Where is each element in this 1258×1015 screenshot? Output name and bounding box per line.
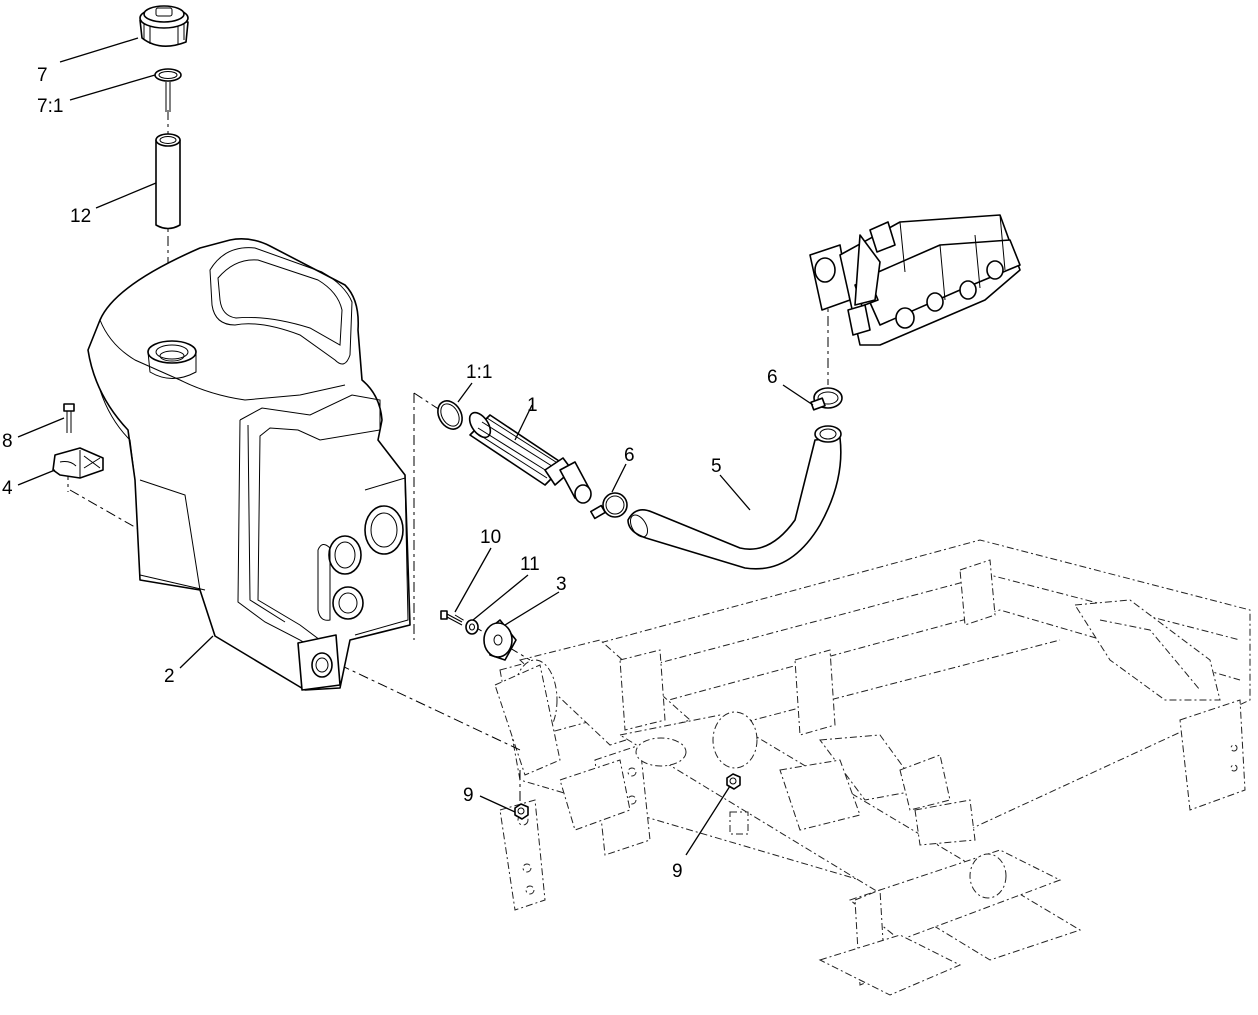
- callout-3: 3: [556, 574, 567, 595]
- clamp-bolt: [63, 403, 75, 433]
- callout-9-left: 9: [463, 785, 474, 806]
- callout-7: 7: [37, 65, 48, 86]
- callout-9-right: 9: [672, 861, 683, 882]
- callout-1: 1: [527, 395, 538, 416]
- hose-clamp-lower: [590, 492, 628, 520]
- callout-7-1: 7:1: [37, 96, 63, 117]
- callout-labels: 7 7:1 12 8 4 2 1:1 1 6 5 6 10 11 3 9 9: [2, 65, 778, 882]
- callout-8: 8: [2, 431, 13, 452]
- hose-clamp-upper: [810, 387, 843, 411]
- callout-1-1: 1:1: [466, 362, 492, 383]
- tank-clamp: [52, 447, 104, 479]
- filler-strainer-tube: [155, 133, 181, 230]
- nut-right: [726, 773, 741, 790]
- callout-4: 4: [2, 478, 13, 499]
- bumper: [483, 619, 517, 661]
- suction-hose: [627, 425, 842, 570]
- hydraulic-tank: [87, 238, 411, 691]
- callout-6-lower: 6: [624, 445, 635, 466]
- callout-10: 10: [480, 527, 501, 548]
- leader-lines: [17, 37, 814, 856]
- callout-5: 5: [711, 456, 722, 477]
- callout-12: 12: [70, 206, 91, 227]
- hydraulic-pump: [809, 214, 1021, 346]
- callout-6-upper: 6: [767, 367, 778, 388]
- nut-left: [514, 803, 529, 820]
- suction-filter: [468, 411, 592, 504]
- chassis-frame: [494, 539, 1251, 996]
- bumper-bolt: [440, 610, 463, 626]
- callout-2: 2: [164, 666, 175, 687]
- bumper-washer: [465, 619, 479, 635]
- suction-filter-o-ring: [437, 400, 463, 430]
- oil-cap: [139, 5, 189, 47]
- callout-11: 11: [520, 554, 540, 575]
- cap-o-ring: [154, 68, 182, 112]
